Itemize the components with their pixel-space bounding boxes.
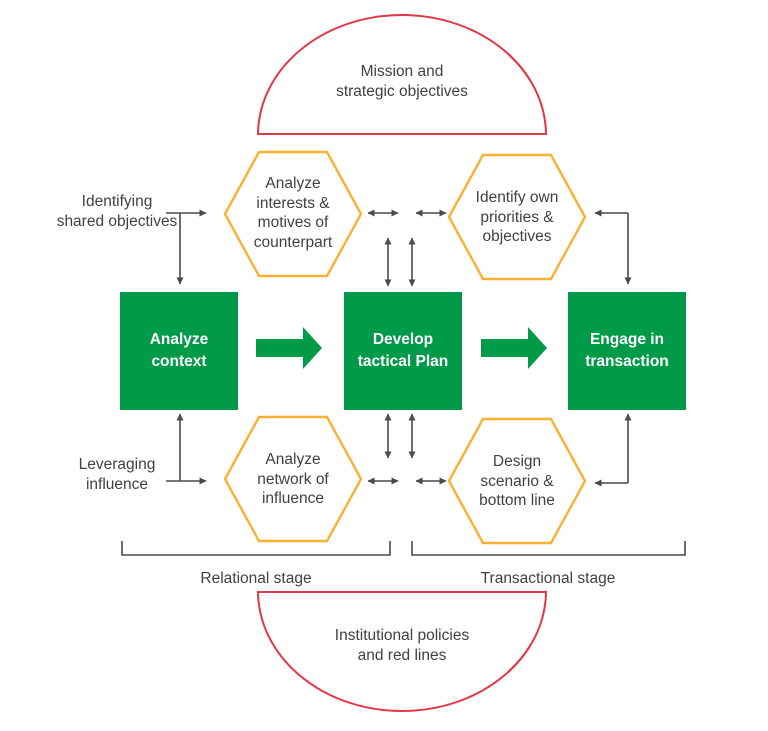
- leveraging-influence-label: Leveraging influence: [78, 456, 156, 493]
- hexagon-scenario: [447, 417, 587, 545]
- hexagon-interests-label: Analyze interests & motives of counterpa…: [253, 175, 333, 252]
- transactional-stage-label: Transactional stage: [480, 570, 616, 587]
- mission-dome-label: Mission and strategic objectives: [336, 63, 468, 101]
- hexagon-priorities: [447, 153, 587, 281]
- box-analyze-context: Analyze context: [120, 292, 238, 410]
- relational-stage-label: Relational stage: [200, 570, 312, 587]
- relational-stage-bracket: [121, 541, 391, 556]
- flow-arrow-right-icon: [481, 327, 547, 369]
- identifying-shared-objectives-label: Identifying shared objectives: [56, 193, 178, 230]
- transactional-stage-bracket: [411, 541, 686, 556]
- box-develop-tactical-plan: Develop tactical Plan: [344, 292, 462, 410]
- hexagon-priorities-label: Identify own priorities & objectives: [475, 189, 559, 246]
- institutional-policies-dome-label: Institutional policies and red lines: [334, 627, 470, 665]
- hexagon-network-label: Analyze network of influence: [257, 451, 329, 508]
- hexagon-network: [223, 415, 363, 543]
- flow-arrow-left-icon: [256, 327, 322, 369]
- hexagon-scenario-label: Design scenario & bottom line: [479, 453, 555, 510]
- box-engage-in-transaction: Engage in transaction: [568, 292, 686, 410]
- hexagon-interests: [223, 150, 363, 278]
- mission-dome: Mission and strategic objectives: [257, 14, 547, 135]
